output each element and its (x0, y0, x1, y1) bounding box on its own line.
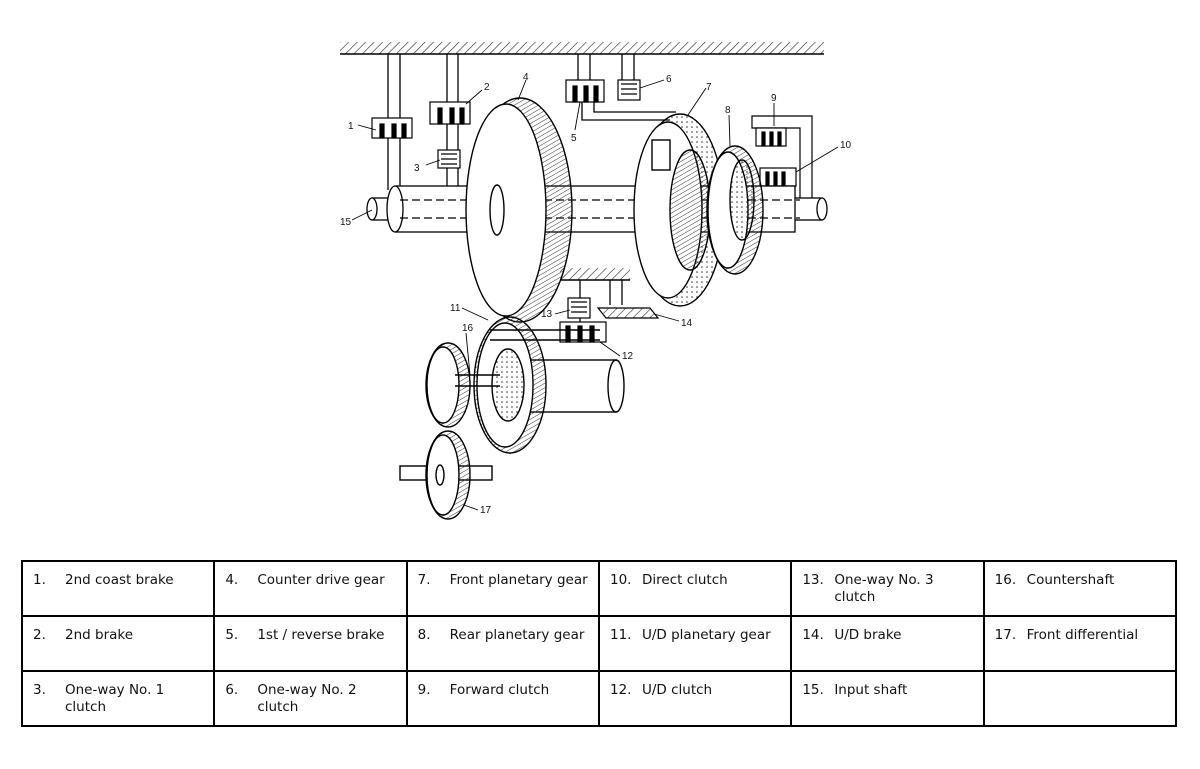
legend-number: 5. (225, 627, 239, 643)
callout-1: 1 (348, 121, 354, 132)
legend-label: Countershaft (1026, 572, 1115, 588)
legend-cell-empty (982, 670, 1178, 727)
callout-17: 17 (480, 505, 492, 516)
legend-number: 10. (609, 572, 632, 588)
ud-planetary-gear (473, 316, 625, 454)
front-differential-gear (399, 430, 493, 520)
callout-16: 16 (462, 323, 474, 334)
callout-13: 13 (541, 309, 553, 320)
clutch-packs (371, 79, 813, 343)
legend-row: 2. 2nd brake 5. 1st / reverse brake 8. Rear… (20, 615, 1178, 672)
legend-label: 1st / reverse brake (257, 627, 385, 643)
callout-14: 14 (681, 318, 693, 329)
legend-label: One-way No. 2 clutch (257, 682, 357, 715)
legend-number: 6. (225, 682, 239, 698)
legend-cell: 2. 2nd brake (20, 615, 216, 672)
legend-cell: 3. One-way No. 1 clutch (20, 670, 216, 727)
callout-3: 3 (414, 163, 420, 174)
legend-number: 1. (33, 572, 46, 588)
counter-drive-gear (465, 97, 573, 323)
legend-label: One-way No. 1 clutch (65, 682, 165, 715)
callout-15: 15 (340, 217, 352, 228)
legend-cell: 17. Front differential (982, 615, 1178, 672)
brake-links (387, 54, 676, 330)
rear-planetary-gear (706, 145, 764, 275)
callout-numbers: 1 2 3 4 5 6 7 8 9 10 11 12 13 14 15 16 1… (340, 72, 852, 516)
transmission-diagram: 1 2 3 4 5 6 7 8 9 10 11 12 13 14 15 16 1… (340, 42, 852, 520)
callout-8: 8 (725, 105, 731, 116)
legend-number: 11. (609, 627, 632, 643)
legend-number: 15. (802, 682, 824, 698)
callout-10: 10 (840, 140, 852, 151)
legend-label: U/D brake (834, 627, 902, 643)
callout-6: 6 (666, 74, 672, 85)
callout-11: 11 (450, 303, 461, 314)
legend-cell: 15. Input shaft (790, 670, 985, 727)
legend-cell: 13. One-way No. 3 clutch (790, 560, 985, 617)
legend-number: 13. (802, 572, 824, 588)
legend-cell: 9. Forward clutch (405, 670, 600, 727)
legend-label: Forward clutch (449, 682, 550, 698)
callout-5: 5 (571, 133, 577, 144)
callout-12: 12 (622, 351, 634, 362)
legend-label: 2nd brake (65, 627, 134, 643)
callout-4: 4 (523, 72, 529, 83)
component-legend-table: 1. 2nd coast brake 4. Counter drive gear 7… (20, 560, 1178, 727)
legend-label: Counter drive gear (257, 572, 385, 588)
front-planetary-gear (633, 113, 725, 307)
legend-label: Front differential (1026, 627, 1139, 643)
legend-number: 8. (417, 627, 431, 643)
legend-cell: 10. Direct clutch (597, 560, 793, 617)
legend-label: U/D clutch (641, 682, 713, 698)
legend-number: 14. (802, 627, 824, 643)
legend-row: 1. 2nd coast brake 4. Counter drive gear 7… (20, 560, 1178, 617)
legend-cell: 12. U/D clutch (597, 670, 793, 727)
legend-cell: 8. Rear planetary gear (405, 615, 600, 672)
countershaft-gear (425, 342, 500, 428)
legend-label: U/D planetary gear (641, 627, 771, 643)
legend-label: Rear planetary gear (449, 627, 585, 643)
legend-row: 3. One-way No. 1 clutch 6. One-way No. 2 c… (20, 670, 1178, 727)
legend-cell: 11. U/D planetary gear (597, 615, 793, 672)
legend-label: 2nd coast brake (65, 572, 174, 588)
callout-leaders (351, 79, 839, 511)
legend-label: Direct clutch (641, 572, 728, 588)
legend-cell: 4. Counter drive gear (213, 560, 408, 617)
legend-cell: 1. 2nd coast brake (20, 560, 216, 617)
legend-label: Input shaft (834, 682, 908, 698)
legend-number: 4. (225, 572, 239, 588)
callout-2: 2 (484, 82, 490, 93)
legend-number: 16. (994, 572, 1017, 588)
housing-ground (340, 42, 824, 281)
legend-cell: 16. Countershaft (982, 560, 1178, 617)
callout-9: 9 (771, 93, 777, 104)
legend-label: Front planetary gear (449, 572, 588, 588)
legend-number: 2. (33, 627, 46, 643)
legend-cell: 5. 1st / reverse brake (213, 615, 408, 672)
legend-number: 17. (994, 627, 1017, 643)
legend-cell: 6. One-way No. 2 clutch (213, 670, 408, 727)
callout-7: 7 (706, 82, 712, 93)
legend-cell: 7. Front planetary gear (405, 560, 600, 617)
legend-number: 12. (609, 682, 632, 698)
legend-number: 3. (33, 682, 46, 698)
legend-cell: 14. U/D brake (790, 615, 985, 672)
legend-label: One-way No. 3 clutch (834, 572, 934, 605)
legend-number: 9. (417, 682, 431, 698)
legend-number: 7. (417, 572, 431, 588)
